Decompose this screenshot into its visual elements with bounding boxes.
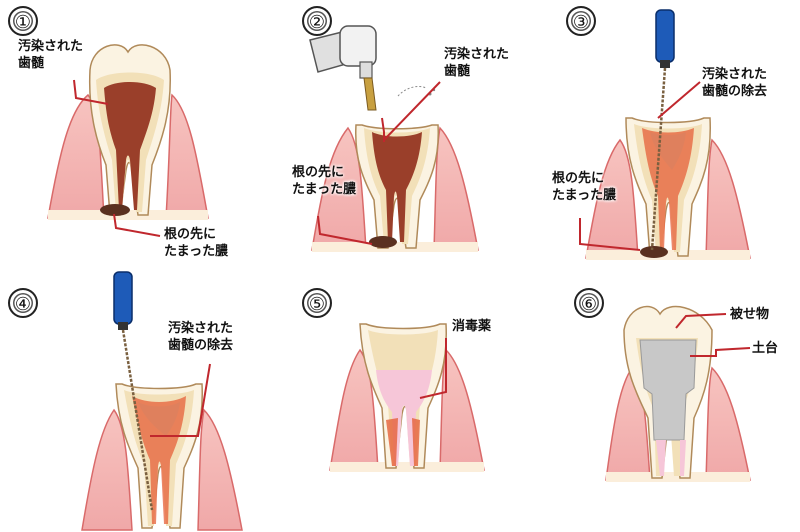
- panel-3-tooth: [579, 9, 751, 260]
- panel-6-number: ⑥: [574, 288, 604, 318]
- panel-6-tooth: [605, 305, 751, 482]
- panel-3-number: ③: [566, 6, 596, 36]
- panel-4-number: ④: [8, 288, 38, 318]
- panel-5-disinfectant-label: 消毒薬: [452, 319, 492, 334]
- panel-3-root-pus-label: 根の先に たまった膿: [552, 171, 617, 203]
- panel-1-infected-pulp-label: 汚染された 歯髄: [18, 39, 84, 71]
- panel-2-tooth: [309, 25, 479, 252]
- panel-6-core-label: 土台: [752, 341, 779, 356]
- panel-1-tooth: [47, 44, 209, 237]
- panel-1-root-pus-label: 根の先に たまった膿: [164, 227, 229, 259]
- panel-4-pulp-removal-label: 汚染された 歯髄の除去: [168, 321, 234, 353]
- panel-5-number: ⑤: [302, 288, 332, 318]
- panel-1-number: ①: [8, 6, 38, 36]
- panel-6-crown-label: 被せ物: [730, 307, 770, 322]
- panel-2-root-pus-label: 根の先に たまった膿: [292, 165, 357, 197]
- panel-5-tooth: [329, 323, 485, 472]
- panel-2-number: ②: [302, 6, 332, 36]
- panel-2-infected-pulp-label: 汚染された 歯髄: [444, 47, 510, 79]
- panel-3-pulp-removal-label: 汚染された 歯髄の除去: [702, 67, 768, 99]
- panel-4-tooth: [81, 271, 243, 531]
